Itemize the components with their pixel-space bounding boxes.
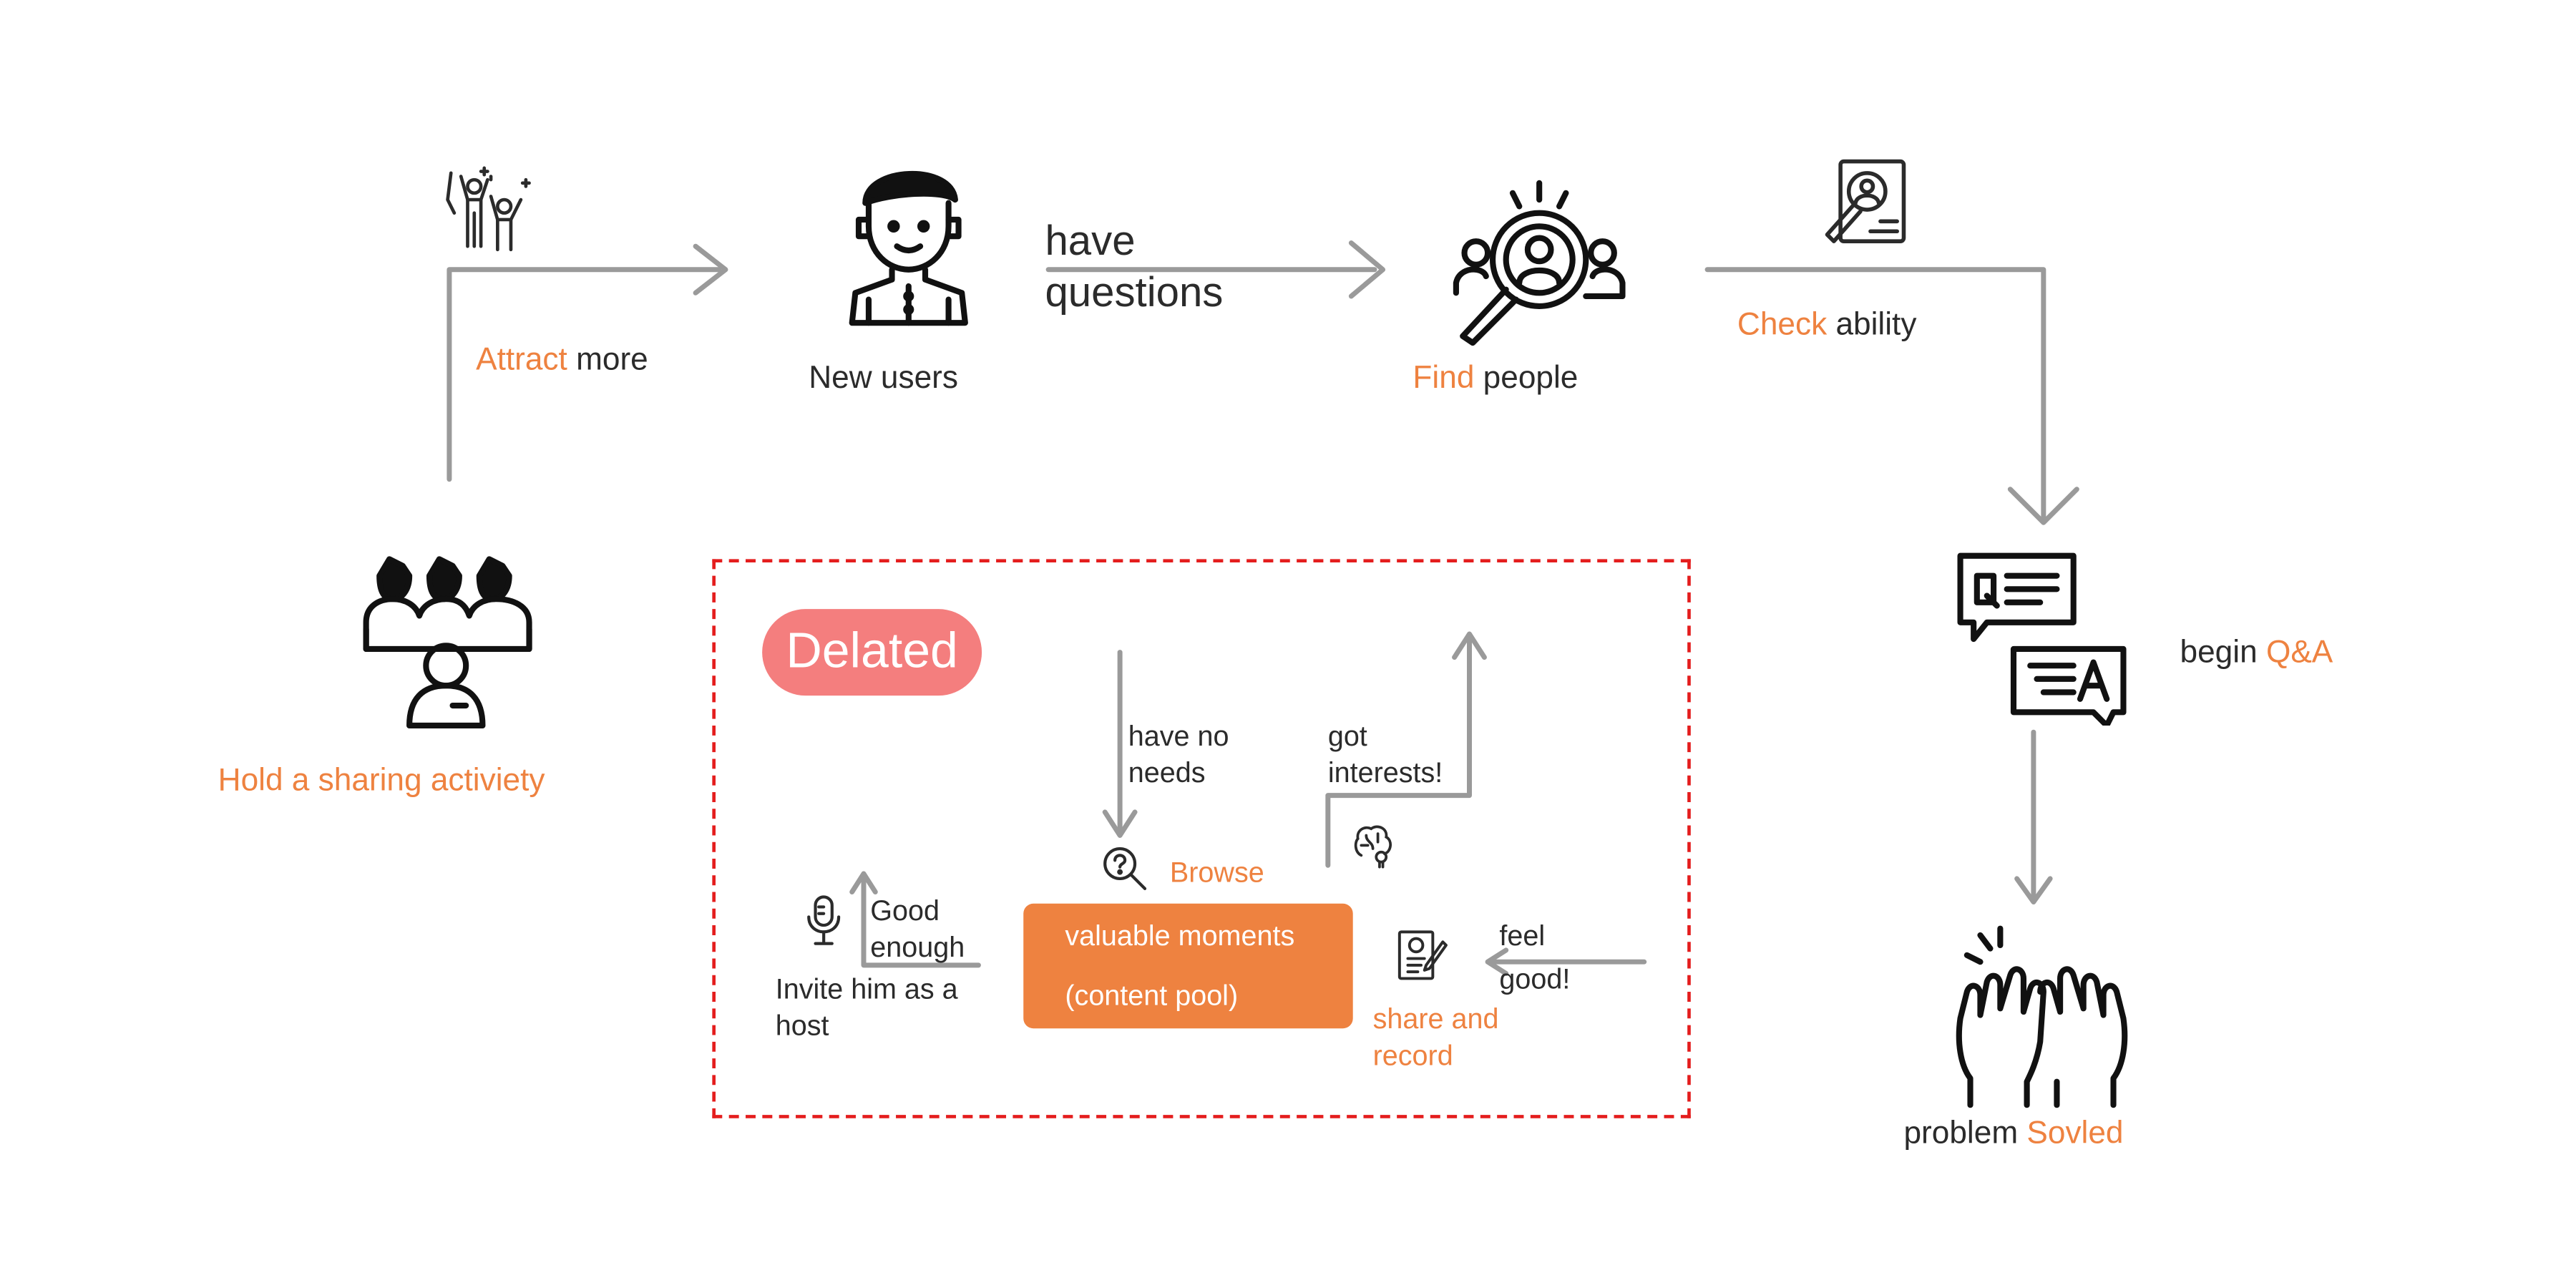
arrowhead-good-enough <box>849 871 878 895</box>
needs-label: needs <box>1128 757 1206 789</box>
arrowhead-browse <box>1102 809 1138 838</box>
high-five-icon <box>1956 925 2128 1108</box>
content-pool-box: valuable moments (content pool) <box>1023 903 1353 1029</box>
share-line1: share and <box>1372 1003 1499 1035</box>
pool-line2: (content pool) <box>1065 980 1239 1012</box>
brain-idea-icon <box>1354 825 1392 869</box>
have-label: have <box>1045 218 1136 265</box>
resume-search-icon <box>1825 159 1906 244</box>
problem-solved-label: problem Sovled <box>1903 1116 2123 1153</box>
arrowhead-qa <box>2007 487 2079 525</box>
share-line2: record <box>1372 1040 1453 1072</box>
microphone-icon <box>807 895 841 945</box>
find-people-label: Find people <box>1413 361 1578 398</box>
search-people-icon <box>1453 180 1626 346</box>
attract-more-label: Attract more <box>476 343 648 379</box>
begin-rest: begin <box>2180 635 2266 671</box>
deleted-section-frame <box>712 559 1691 1118</box>
arrow-check-to-qa <box>1704 267 2046 522</box>
new-users-label: New users <box>809 361 958 396</box>
arrowhead-sharing <box>693 243 728 296</box>
qa-highlight: Q&A <box>2265 635 2333 671</box>
arrowhead-feel-good <box>1485 947 1509 976</box>
check-highlight: Check <box>1737 308 1828 343</box>
check-rest: ability <box>1827 308 1917 343</box>
party-icon <box>446 166 531 252</box>
invite-line2: host <box>775 1010 829 1042</box>
meeting-icon <box>363 556 532 729</box>
feel-label: feel <box>1499 920 1546 952</box>
pool-line1: valuable moments <box>1065 920 1295 952</box>
arrow-sharing-to-users <box>447 267 722 482</box>
find-rest: people <box>1474 361 1579 396</box>
document-write-icon <box>1397 930 1448 980</box>
browse-label: Browse <box>1169 857 1264 889</box>
magnifier-question-icon <box>1103 847 1147 890</box>
interests-label: interests! <box>1327 757 1443 789</box>
arrow-good-enough <box>861 874 981 968</box>
attract-highlight: Attract <box>476 343 567 378</box>
attract-rest: more <box>567 343 648 378</box>
enough-label: enough <box>870 932 965 964</box>
questions-label: questions <box>1045 269 1224 316</box>
solved-highlight: Sovled <box>2026 1116 2124 1152</box>
problem-rest: problem <box>1903 1116 2027 1152</box>
arrow-got-interests <box>1325 636 1472 868</box>
invite-line1: Invite him as a <box>775 973 958 1005</box>
qa-chat-icon <box>1957 552 2127 726</box>
arrowhead-interests <box>1452 631 1487 660</box>
check-ability-label: Check ability <box>1737 308 1917 344</box>
user-icon <box>849 170 968 326</box>
sharing-activity-label: Hold a sharing activiety <box>218 763 545 799</box>
arrowhead-solved <box>2014 876 2053 904</box>
find-highlight: Find <box>1413 361 1475 396</box>
deleted-badge: Delated <box>762 609 982 696</box>
good-label: Good <box>870 895 940 927</box>
have-no-label: have no <box>1128 720 1229 753</box>
begin-qa-label: begin Q&A <box>2180 635 2333 672</box>
good2-label: good! <box>1499 963 1571 995</box>
got-label: got <box>1327 720 1367 753</box>
arrowhead-find <box>1348 240 1386 299</box>
